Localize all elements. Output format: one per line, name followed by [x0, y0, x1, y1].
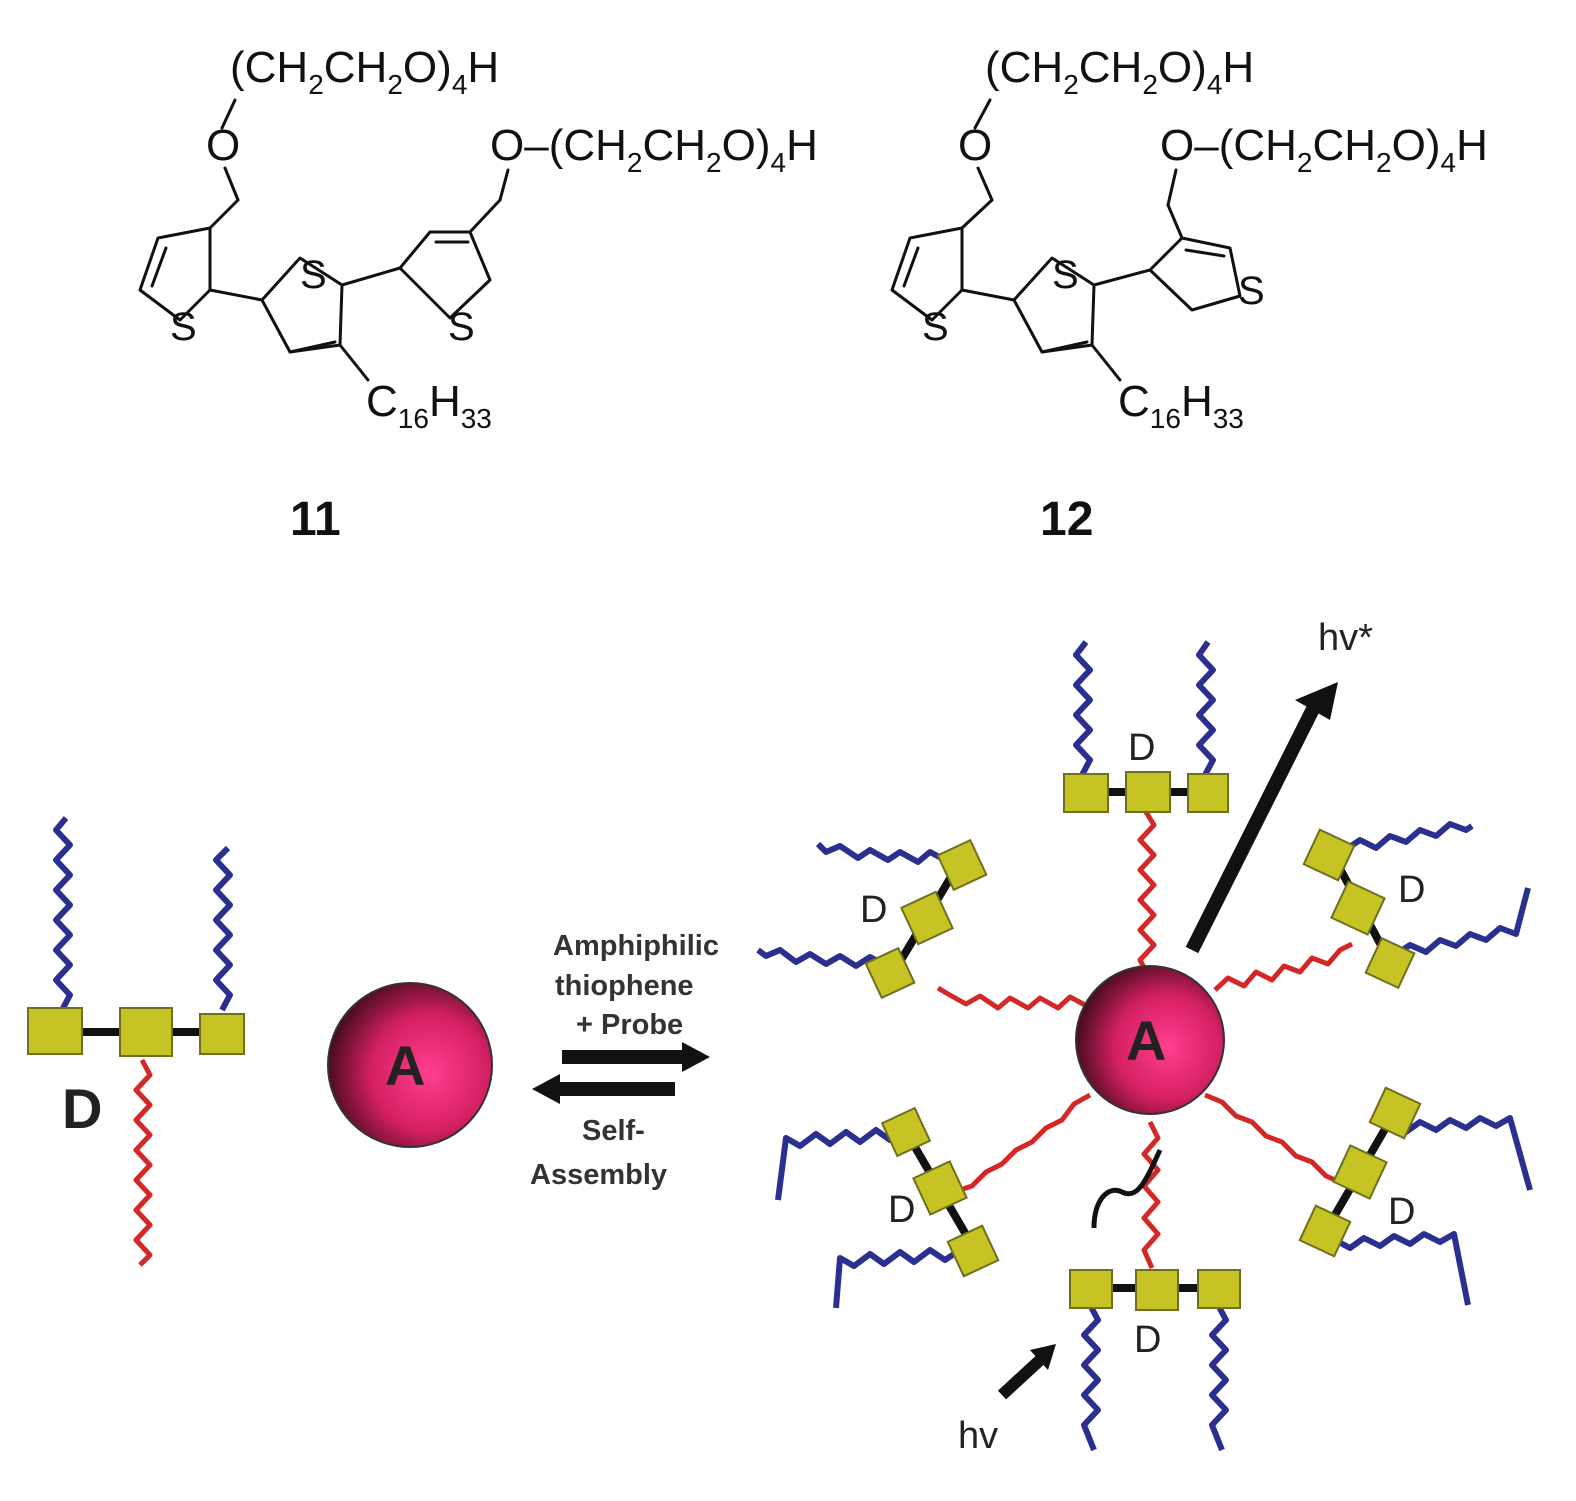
- free-acceptor: A: [327, 982, 493, 1148]
- oxygen-left-12: O: [958, 121, 992, 170]
- energy-transfer-squiggle: [1091, 1148, 1163, 1229]
- arrow-label-line-3: + Probe: [576, 1009, 683, 1041]
- excitation-label: hv: [958, 1415, 998, 1457]
- arrow-label-assembly: Assembly: [530, 1159, 667, 1191]
- sulfur-right-12: S: [1238, 269, 1265, 313]
- peg-label-side-12: O–(CH2CH2O)4H: [1160, 121, 1488, 178]
- emission-arrow: [1185, 682, 1338, 954]
- acceptor-label-free: A: [385, 1034, 425, 1097]
- peg-label-top-11: (CH2CH2O)4H: [230, 43, 499, 100]
- donor-label-top: D: [1128, 727, 1155, 769]
- equilibrium-arrows: Amphiphilic thiophene + Probe Self- Asse…: [530, 930, 719, 1191]
- alkyl-label-11: C16H33: [366, 377, 492, 434]
- donor-label-bottom: D: [1134, 1319, 1161, 1361]
- acceptor-label-complex: A: [1126, 1009, 1166, 1072]
- compound-number-11: 11: [290, 493, 341, 546]
- donor-label-lower-left: D: [888, 1189, 915, 1231]
- donor-upper-right: D: [1302, 821, 1531, 990]
- forward-arrow: [562, 1042, 710, 1072]
- thiophene-unit: [27, 1007, 83, 1055]
- sulfur-right-11: S: [448, 305, 475, 349]
- donor-lower-left: D: [775, 1106, 1000, 1309]
- arrow-label-line-2: thiophene: [555, 970, 694, 1002]
- sulfur-center-11: S: [300, 253, 327, 297]
- emission-label: hv*: [1318, 617, 1373, 659]
- sulfur-left-11: S: [170, 305, 197, 349]
- arrow-label-line-1: Amphiphilic: [553, 930, 719, 962]
- donor-lower-right: D: [1298, 1086, 1533, 1306]
- alkyl-label-12: C16H33: [1118, 377, 1244, 434]
- free-donor-molecule: D: [27, 816, 245, 1267]
- arrow-label-self: Self-: [582, 1115, 645, 1147]
- assembled-complex: A D D D: [756, 617, 1533, 1457]
- compound-12-structure: (CH2CH2O)4H O O–(CH2CH2O)4H S S S C16H33: [890, 43, 1488, 434]
- donor-label-free: D: [62, 1077, 102, 1140]
- donor-top: D: [1063, 640, 1229, 813]
- excitation-arrow: [997, 1344, 1056, 1400]
- reverse-arrow: [532, 1074, 675, 1104]
- compound-11-structure: (CH2CH2O)4H O O–(CH2CH2O)4H S S S C16H33: [138, 43, 818, 434]
- donor-label-upper-right: D: [1398, 869, 1425, 911]
- donor-upper-left: D: [756, 838, 988, 1000]
- oxygen-left-11: O: [206, 121, 240, 170]
- donor-bottom: D: [1069, 1269, 1241, 1452]
- donor-label-upper-left: D: [860, 889, 887, 931]
- thiophene-unit: [199, 1013, 245, 1055]
- peg-label-top-12: (CH2CH2O)4H: [985, 43, 1254, 100]
- sulfur-center-12: S: [1052, 253, 1079, 297]
- peg-label-side-11: O–(CH2CH2O)4H: [490, 121, 818, 178]
- donor-label-lower-right: D: [1388, 1191, 1415, 1233]
- thiophene-unit: [119, 1007, 173, 1057]
- compound-number-12: 12: [1040, 493, 1093, 546]
- sulfur-left-12: S: [922, 305, 949, 349]
